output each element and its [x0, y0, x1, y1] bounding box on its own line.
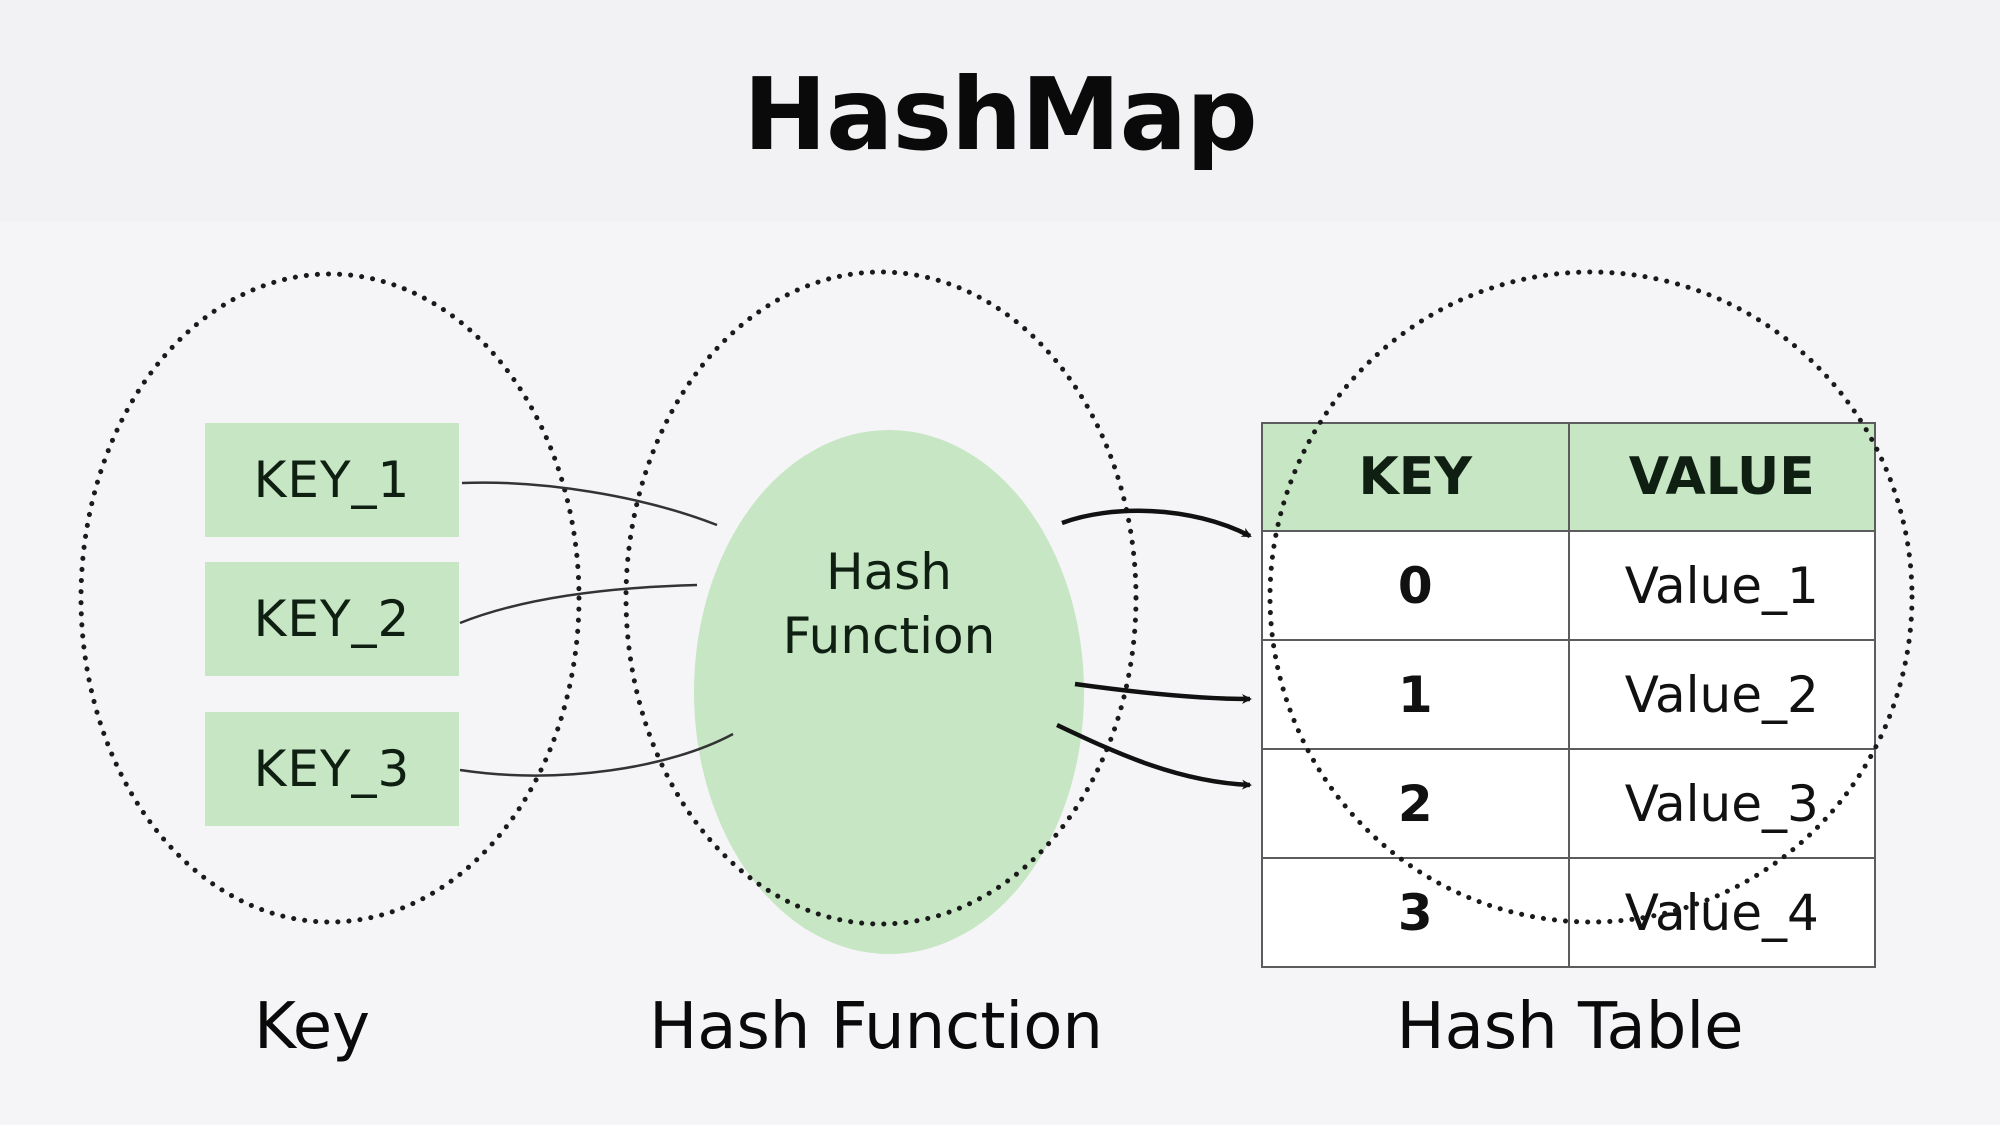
header-band — [0, 0, 2000, 222]
key-group-ellipse — [78, 271, 582, 925]
column-header-value: VALUE — [1567, 422, 1876, 532]
row-value: Value_1 — [1567, 530, 1876, 641]
hash-function-circle — [694, 430, 1084, 954]
column-header-key: KEY — [1261, 422, 1570, 532]
hash-table: KEY VALUE 0 Value_1 1 Value_2 2 Value_3 … — [1261, 422, 1876, 968]
table-row: 3 Value_4 — [1261, 857, 1876, 968]
key-box-2: KEY_2 — [205, 562, 459, 676]
section-label-hash-table: Hash Table — [1396, 990, 1744, 1064]
row-value: Value_2 — [1567, 639, 1876, 750]
hash-function-label-line1: Hash — [826, 543, 952, 601]
hash-function-label-line2: Function — [782, 607, 996, 665]
row-value: Value_4 — [1567, 857, 1876, 968]
page-title: HashMap — [743, 56, 1257, 173]
row-key: 3 — [1261, 857, 1570, 968]
row-key: 1 — [1261, 639, 1570, 750]
hash-function-group-ellipse — [623, 269, 1139, 927]
table-header-row: KEY VALUE — [1261, 422, 1876, 532]
row-key: 0 — [1261, 530, 1570, 641]
row-key: 2 — [1261, 748, 1570, 859]
table-row: 1 Value_2 — [1261, 639, 1876, 750]
arrow-hash-row0 — [1061, 508, 1252, 538]
arrow-hash-row2 — [1074, 681, 1252, 704]
arrow-hash-row3 — [1056, 722, 1252, 790]
hash-function-label: Hash Function — [694, 540, 1084, 668]
key-box-1: KEY_1 — [205, 423, 459, 537]
connector-key2-hash — [459, 583, 698, 625]
connector-key1-hash — [461, 481, 718, 527]
connector-key3-hash — [459, 732, 734, 777]
section-label-key: Key — [253, 990, 371, 1064]
row-value: Value_3 — [1567, 748, 1876, 859]
table-row: 0 Value_1 — [1261, 530, 1876, 641]
section-label-hash-function: Hash Function — [649, 990, 1103, 1064]
table-row: 2 Value_3 — [1261, 748, 1876, 859]
key-box-3: KEY_3 — [205, 712, 459, 826]
